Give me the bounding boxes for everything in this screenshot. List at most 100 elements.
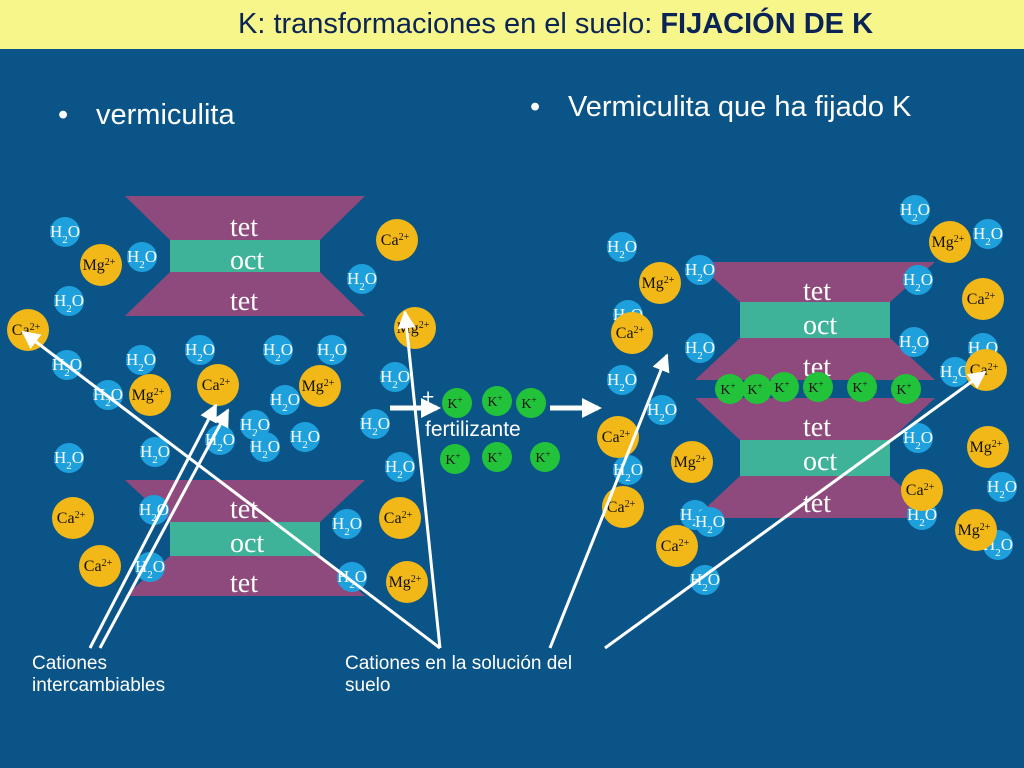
tetrahedral-sheet	[125, 556, 365, 596]
water-icon	[337, 562, 367, 592]
water-molecule: H2O	[250, 432, 280, 462]
pointer-arrow	[604, 370, 987, 650]
water-icon	[135, 552, 165, 582]
bullet-dot: •	[530, 91, 541, 123]
potassium-ion: K+	[440, 444, 470, 474]
water-label: H2O	[385, 457, 415, 481]
magnesium-icon	[929, 221, 971, 263]
tetrahedral-sheet	[125, 272, 365, 316]
water-molecule: H2O	[903, 265, 933, 295]
calcium-ion-label: Ca2+	[384, 510, 413, 528]
water-icon	[263, 335, 293, 365]
potassium-ion: K+	[516, 388, 546, 418]
fertilizer-label: fertilizante	[425, 418, 521, 441]
calcium-ion-label: Ca2+	[607, 499, 636, 517]
magnesium-ion-label: Mg2+	[389, 574, 422, 592]
water-icon	[613, 455, 643, 485]
water-molecule: H2O	[695, 507, 725, 537]
calcium-ion-label: Ca2+	[616, 325, 645, 343]
water-label: H2O	[607, 237, 637, 261]
water-label: H2O	[250, 437, 280, 461]
water-icon	[900, 195, 930, 225]
water-molecule: H2O	[185, 335, 215, 365]
magnesium-ion: Mg2+	[955, 509, 997, 551]
calcium-ion-label: Ca2+	[661, 538, 690, 556]
water-icon	[903, 423, 933, 453]
water-icon	[690, 565, 720, 595]
water-label: H2O	[135, 557, 165, 581]
title-bold: FIJACIÓN DE K	[660, 8, 874, 40]
water-label: H2O	[270, 390, 300, 414]
water-molecule: H2O	[205, 425, 235, 455]
water-icon	[126, 345, 156, 375]
bullet-text: Vermiculita que ha fijado K	[568, 91, 912, 123]
water-molecule: H2O	[903, 423, 933, 453]
calcium-icon	[602, 486, 644, 528]
potassium-ion: K+	[442, 388, 472, 418]
potassium-icon	[803, 372, 833, 402]
water-molecule: H2O	[332, 509, 362, 539]
slide-title: K: transformaciones en el suelo: FIJACIÓ…	[238, 8, 873, 41]
potassium-ion-label: K+	[521, 395, 536, 412]
tet-label: tet	[230, 568, 258, 599]
water-icon	[973, 219, 1003, 249]
potassium-ion-label: K+	[487, 393, 502, 410]
water-label: H2O	[126, 350, 156, 374]
water-label: H2O	[240, 415, 270, 439]
water-icon	[903, 265, 933, 295]
water-icon	[317, 335, 347, 365]
octahedral-sheet	[170, 240, 320, 272]
potassium-ion-label: K+	[535, 449, 550, 466]
arrows	[21, 310, 987, 650]
water-label: H2O	[900, 200, 930, 224]
calcium-ion-label: Ca2+	[967, 291, 996, 309]
calcium-ion-label: Ca2+	[906, 482, 935, 500]
calcium-ion: Ca2+	[611, 312, 653, 354]
water-icon	[607, 232, 637, 262]
calcium-ion: Ca2+	[901, 469, 943, 511]
magnesium-ion: Mg2+	[299, 365, 341, 407]
tet-label: tet	[230, 212, 258, 243]
water-icon	[50, 217, 80, 247]
water-label: H2O	[290, 427, 320, 451]
calcium-icon	[962, 278, 1004, 320]
magnesium-icon	[80, 244, 122, 286]
potassium-ion-label: K+	[747, 381, 762, 398]
calcium-ion-label: Ca2+	[202, 377, 231, 395]
caption-line: Cationes	[32, 653, 107, 674]
water-icon	[332, 509, 362, 539]
magnesium-ion-label: Mg2+	[932, 234, 965, 252]
calcium-icon	[611, 312, 653, 354]
potassium-ion: K+	[891, 374, 921, 404]
caption-line: Cationes en la solución del	[345, 653, 573, 674]
water-label: H2O	[360, 414, 390, 438]
water-icon	[380, 362, 410, 392]
bullet-dot: •	[58, 99, 69, 131]
title-normal: K: transformaciones en el suelo:	[238, 8, 661, 40]
potassium-icon	[847, 372, 877, 402]
water-icon	[185, 335, 215, 365]
water-label: H2O	[647, 400, 677, 424]
potassium-ion: K+	[482, 442, 512, 472]
water-label: H2O	[903, 270, 933, 294]
potassium-ion-label: K+	[487, 449, 502, 466]
magnesium-icon	[955, 509, 997, 551]
water-icon	[647, 395, 677, 425]
potassium-ion: K+	[769, 372, 799, 402]
calcium-ion: Ca2+	[79, 545, 121, 587]
potassium-ion-label: K+	[445, 451, 460, 468]
water-molecule: H2O	[613, 455, 643, 485]
water-icon	[695, 507, 725, 537]
water-label: H2O	[607, 370, 637, 394]
water-icon	[685, 255, 715, 285]
water-label: H2O	[685, 260, 715, 284]
water-icon	[205, 425, 235, 455]
magnesium-ion-label: Mg2+	[674, 454, 707, 472]
water-label: H2O	[685, 338, 715, 362]
potassium-icon	[482, 442, 512, 472]
bullet-text: vermiculita	[96, 99, 235, 131]
magnesium-ion-label: Mg2+	[132, 387, 165, 405]
water-molecule: H2O	[140, 437, 170, 467]
